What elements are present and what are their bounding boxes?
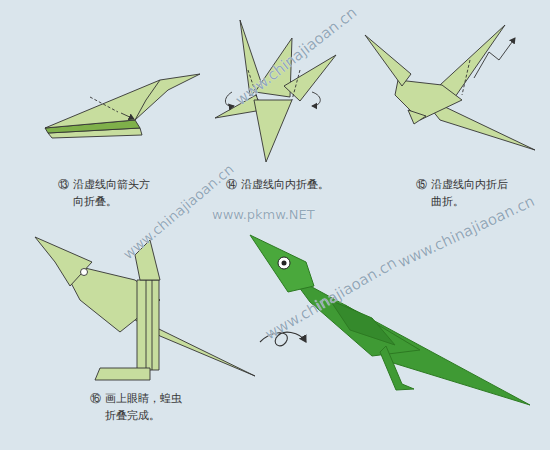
label-holder: www.chinajiaoan.cn <box>395 192 537 271</box>
step-14-figure-part <box>254 100 292 162</box>
watermark: www.pkmw.NET <box>212 207 315 222</box>
step-15-figure-part <box>408 110 426 124</box>
step-15-figure-part <box>462 60 470 95</box>
step-16-figure-part <box>152 280 153 370</box>
grasshopper-finished-part <box>330 300 395 345</box>
grasshopper-finished <box>250 235 530 405</box>
grasshopper-finished-part <box>250 235 314 292</box>
step-15-figure <box>365 25 535 150</box>
step-13-figure-part <box>135 80 160 120</box>
step-instruction: 沿虚线向箭头方向折叠。 <box>73 176 153 210</box>
step-15-figure-part <box>365 35 411 86</box>
grasshopper-finished-part <box>380 346 414 390</box>
grasshopper-finished-part <box>278 257 290 269</box>
step-16-figure-part <box>137 280 159 370</box>
step-16-figure-part <box>95 368 150 380</box>
step-14-figure-part <box>292 70 300 100</box>
label-holder: ⑭ <box>226 176 237 193</box>
step-13-figure-part <box>90 97 118 112</box>
step-instruction: 沿虚线向内折后曲折。 <box>431 176 511 210</box>
step-14-figure-part <box>312 92 320 106</box>
callout-number: ⑬ <box>58 176 69 193</box>
grasshopper-finished-part <box>282 261 287 266</box>
step-15-figure-part <box>474 38 515 78</box>
step-15-figure-part <box>440 25 505 97</box>
step-13-figure <box>45 74 200 138</box>
label-holder: 沿虚线向内折后曲折。 <box>431 176 511 210</box>
step-instruction: 沿虚线向内折叠。 <box>241 176 329 193</box>
callout-number: ⑭ <box>226 176 237 193</box>
label-holder: ⑯ <box>90 390 101 407</box>
step-instruction: 画上眼睛，蝗虫折叠完成。 <box>105 390 185 424</box>
watermark: www.chinajiaoan.cn <box>395 192 537 271</box>
step-16-figure-part <box>81 269 88 276</box>
step-13-figure-part <box>45 74 200 128</box>
step-16-figure-part <box>35 237 92 286</box>
label-holder: ⑮ <box>416 176 427 193</box>
label-holder: www.pkmw.NET <box>212 207 315 222</box>
label-holder: 沿虚线向箭头方向折叠。 <box>73 176 153 210</box>
step-16-figure <box>35 237 255 380</box>
callout-number: ⑯ <box>90 390 101 407</box>
label-holder: 画上眼睛，蝗虫折叠完成。 <box>105 390 185 424</box>
label-holder: 沿虚线向内折叠。 <box>241 176 329 193</box>
label-holder: ⑬ <box>58 176 69 193</box>
callout-number: ⑮ <box>416 176 427 193</box>
step-15-figure-part <box>395 80 462 120</box>
step-13-figure-part <box>121 113 134 119</box>
step-16-figure-part <box>146 280 147 370</box>
